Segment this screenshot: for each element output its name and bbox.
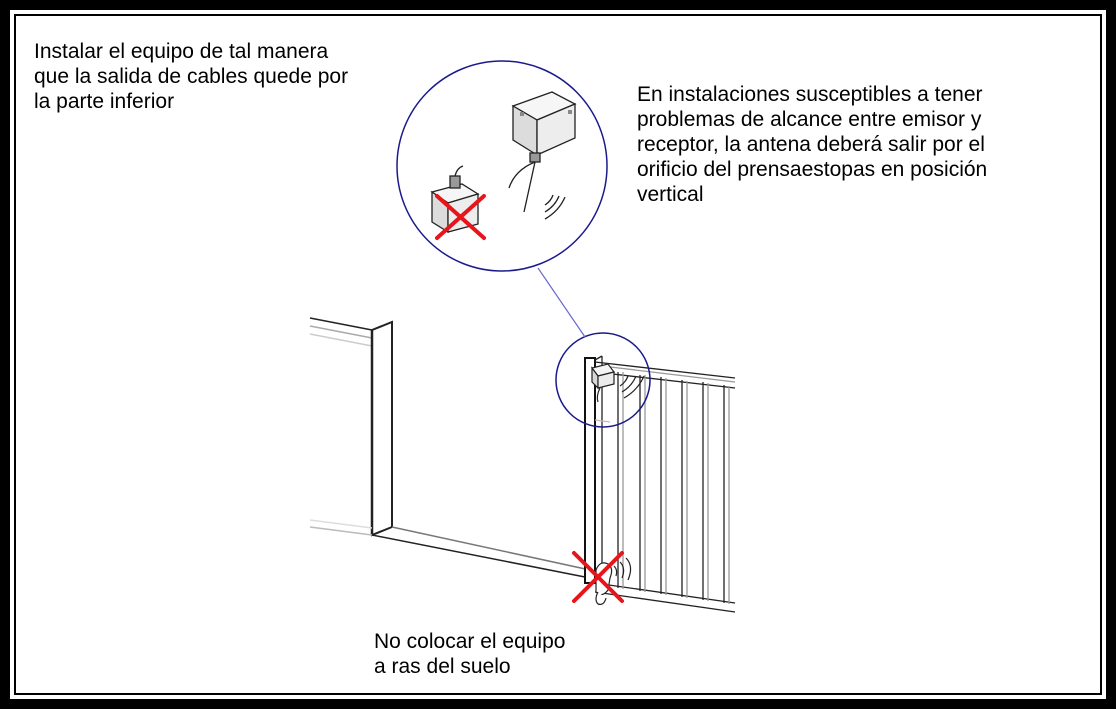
incorrect-cross-orientation (435, 194, 486, 240)
callout-circle-small (555, 332, 651, 428)
inner-border (14, 14, 1102, 695)
caption-orientation-instruction: Instalar el equipo de tal manera que la … (34, 40, 349, 113)
incorrect-cross-ground (572, 551, 624, 603)
ground-rail (371, 526, 591, 579)
device-correct-orientation (508, 91, 577, 220)
wall-pillar (309, 317, 393, 537)
signal-waves-ground (613, 557, 632, 581)
caption-antenna-instruction: En instalaciones susceptibles a tener pr… (637, 83, 988, 206)
sliding-gate (584, 355, 736, 613)
caption-ground-warning: No colocar el equipo a ras del suelo (374, 630, 566, 678)
callout-connector (537, 267, 586, 338)
mounted-device (590, 363, 645, 403)
signal-waves-small (619, 375, 645, 399)
signal-waves-large (544, 194, 566, 220)
